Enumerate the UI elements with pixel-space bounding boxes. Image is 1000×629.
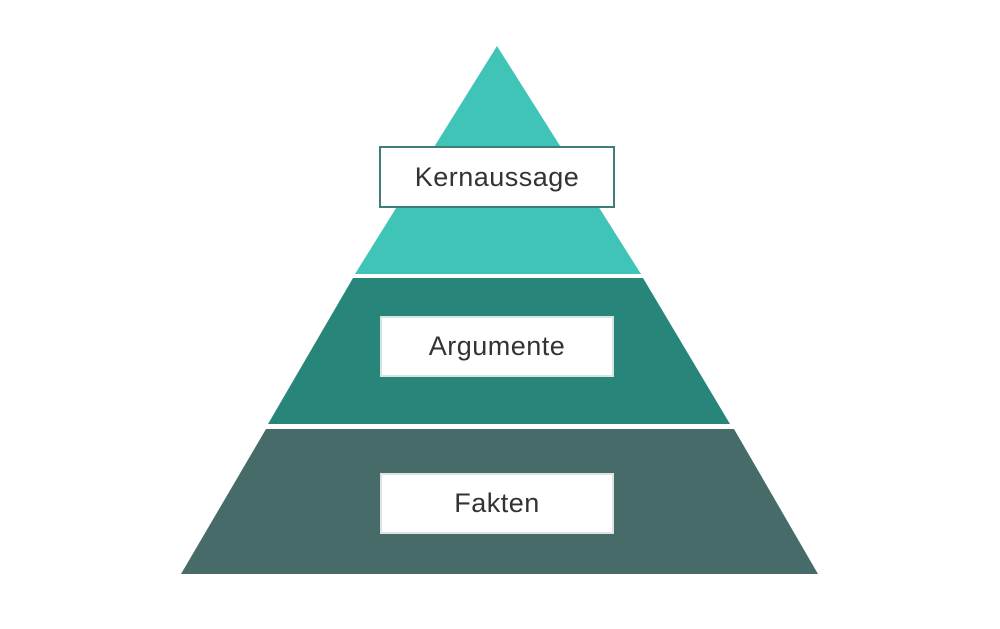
level-label-text: Fakten [454, 488, 540, 518]
level-label-argumente: Argumente [380, 316, 614, 377]
level-label-fakten: Fakten [380, 473, 614, 534]
level-label-text: Kernaussage [414, 161, 580, 192]
level-label-kernaussage: Kernaussage [379, 146, 615, 208]
level-label-text: Argumente [428, 331, 566, 361]
